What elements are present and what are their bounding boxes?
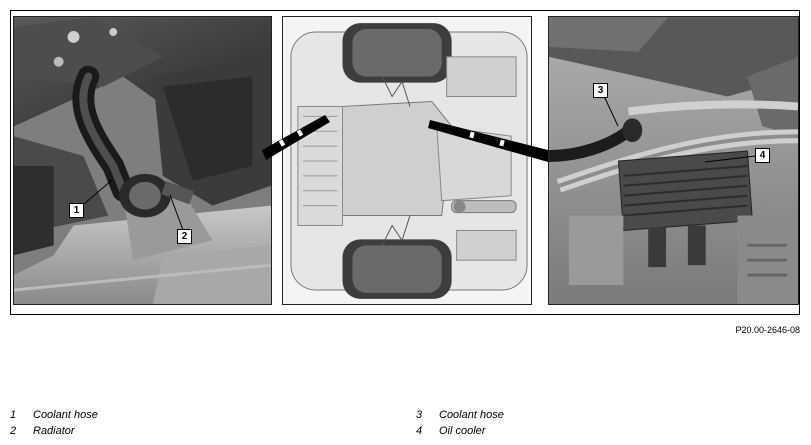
figure-reference-id: P20.00-2646-08 — [735, 325, 800, 335]
callout-2: 2 — [177, 229, 192, 244]
underbody-illustration — [283, 17, 531, 304]
legend-text: Coolant hose — [33, 409, 98, 421]
legend-item-3: 3 Coolant hose — [416, 409, 504, 421]
legend-number: 1 — [10, 409, 17, 421]
left-detail-illustration — [14, 17, 271, 304]
legend-text: Oil cooler — [439, 425, 486, 437]
legend-item-2: 2 Radiator — [10, 425, 75, 437]
detail-left-panel — [13, 16, 272, 305]
overview-underbody-panel — [282, 16, 532, 305]
detail-right-panel — [548, 16, 799, 305]
callout-3: 3 — [593, 83, 608, 98]
legend-item-4: 4 Oil cooler — [416, 425, 485, 437]
legend-number: 2 — [10, 425, 17, 437]
legend-number: 4 — [416, 425, 423, 437]
callout-1: 1 — [69, 203, 84, 218]
callout-4: 4 — [755, 148, 770, 163]
right-detail-illustration — [549, 17, 798, 304]
legend-text: Radiator — [33, 425, 75, 437]
legend-number: 3 — [416, 409, 423, 421]
legend-text: Coolant hose — [439, 409, 504, 421]
legend-item-1: 1 Coolant hose — [10, 409, 98, 421]
